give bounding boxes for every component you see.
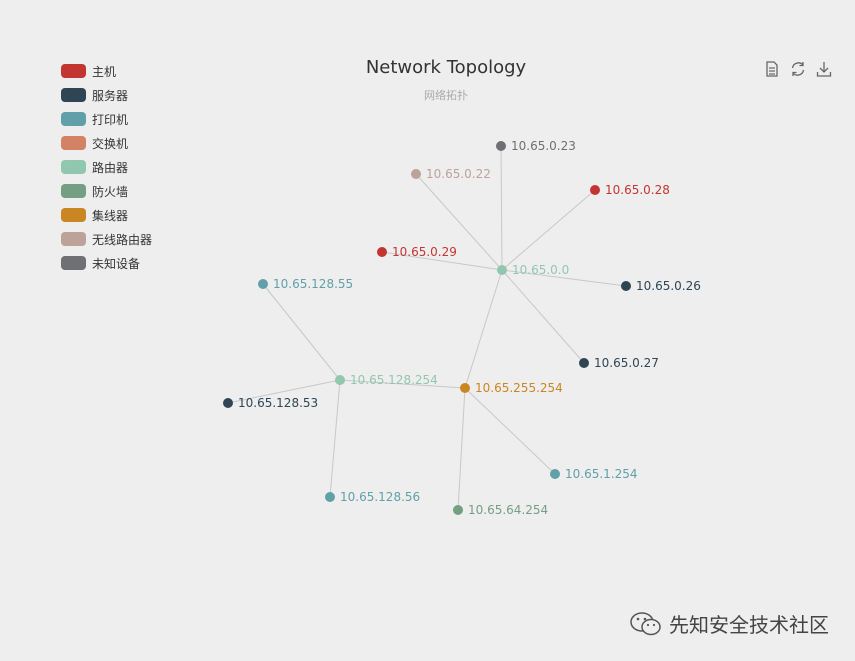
node-marker[interactable] xyxy=(325,492,335,502)
legend-swatch xyxy=(61,136,86,150)
toolbox xyxy=(763,60,833,78)
data-view-button[interactable] xyxy=(763,60,781,78)
legend-label: 路由器 xyxy=(92,160,129,175)
node-label: 10.65.0.27 xyxy=(594,356,659,370)
save-image-button[interactable] xyxy=(815,60,833,78)
legend-item[interactable]: 无线路由器 xyxy=(61,227,152,251)
graph-edge xyxy=(501,269,627,287)
legend-swatch xyxy=(61,88,86,102)
legend-label: 打印机 xyxy=(92,112,129,127)
legend-item[interactable]: 防火墙 xyxy=(61,179,152,203)
legend-item[interactable]: 服务器 xyxy=(61,83,152,107)
node-label: 10.65.0.22 xyxy=(426,167,491,181)
graph-node[interactable]: 10.65.128.56 xyxy=(325,490,420,504)
graph-edge xyxy=(339,379,466,389)
node-marker[interactable] xyxy=(335,375,345,385)
graph-node[interactable]: 10.65.128.55 xyxy=(258,277,353,291)
graph-edge xyxy=(329,379,341,498)
graph-node[interactable]: 10.65.0.23 xyxy=(496,139,576,153)
graph-edge xyxy=(227,379,341,404)
node-marker[interactable] xyxy=(453,505,463,515)
node-label: 10.65.64.254 xyxy=(468,503,548,517)
node-marker[interactable] xyxy=(621,281,631,291)
node-marker[interactable] xyxy=(411,169,421,179)
legend-item[interactable]: 未知设备 xyxy=(61,251,152,275)
node-marker[interactable] xyxy=(496,141,506,151)
legend-swatch xyxy=(61,232,86,246)
wechat-icon xyxy=(630,611,661,635)
graph-node[interactable]: 10.65.255.254 xyxy=(460,381,563,395)
chart-title: Network Topology xyxy=(365,57,527,78)
legend-swatch xyxy=(61,208,86,222)
legend-item[interactable]: 路由器 xyxy=(61,155,152,179)
graph-nodes: 10.65.0.0 10.65.0.23 10.65.0.22 10.65.0.28 1… xyxy=(223,139,701,517)
legend-label: 主机 xyxy=(92,64,117,79)
data-view-icon xyxy=(766,61,778,77)
node-label: 10.65.255.254 xyxy=(475,381,563,395)
graph-node[interactable]: 10.65.0.22 xyxy=(411,167,491,181)
graph-edges xyxy=(227,145,627,511)
node-label: 10.65.128.56 xyxy=(340,490,420,504)
legend-item[interactable]: 主机 xyxy=(61,59,152,83)
graph-edge xyxy=(262,283,341,381)
graph-edge xyxy=(464,269,503,389)
legend-swatch xyxy=(61,64,86,78)
watermark: 先知安全技术社区 xyxy=(629,609,829,638)
graph-node[interactable]: 10.65.0.0 xyxy=(497,263,569,277)
graph-edge xyxy=(381,251,503,271)
node-marker[interactable] xyxy=(550,469,560,479)
graph-node[interactable]: 10.65.0.29 xyxy=(377,245,457,259)
legend-item[interactable]: 打印机 xyxy=(61,107,152,131)
node-marker[interactable] xyxy=(258,279,268,289)
graph-edge xyxy=(464,387,556,475)
legend-swatch xyxy=(61,160,86,174)
save-image-icon xyxy=(816,62,832,77)
legend: 主机服务器打印机交换机路由器防火墙集线器无线路由器未知设备 xyxy=(61,59,152,275)
legend-label: 集线器 xyxy=(92,208,129,223)
graph-edge xyxy=(500,145,503,271)
node-marker[interactable] xyxy=(579,358,589,368)
legend-label: 交换机 xyxy=(92,136,129,151)
node-label: 10.65.0.0 xyxy=(512,263,569,277)
graph-node[interactable]: 10.65.128.254 xyxy=(335,373,438,387)
graph-node[interactable]: 10.65.64.254 xyxy=(453,503,548,517)
restore-icon xyxy=(791,62,805,76)
graph-node[interactable]: 10.65.128.53 xyxy=(223,396,318,410)
node-label: 10.65.128.254 xyxy=(350,373,438,387)
node-label: 10.65.128.53 xyxy=(238,396,318,410)
node-label: 10.65.0.23 xyxy=(511,139,576,153)
graph-node[interactable]: 10.65.0.28 xyxy=(590,183,670,197)
node-label: 10.65.0.28 xyxy=(605,183,670,197)
legend-item[interactable]: 交换机 xyxy=(61,131,152,155)
node-label: 10.65.0.29 xyxy=(392,245,457,259)
node-marker[interactable] xyxy=(377,247,387,257)
legend-swatch xyxy=(61,184,86,198)
legend-item[interactable]: 集线器 xyxy=(61,203,152,227)
graph-edge xyxy=(457,387,466,511)
graph-node[interactable]: 10.65.0.26 xyxy=(621,279,701,293)
node-marker[interactable] xyxy=(590,185,600,195)
graph-edge xyxy=(501,189,596,271)
watermark-text: 先知安全技术社区 xyxy=(669,613,829,637)
graph-node[interactable]: 10.65.1.254 xyxy=(550,467,638,481)
chart-subtitle: 网络拓扑 xyxy=(424,89,468,102)
node-label: 10.65.0.26 xyxy=(636,279,701,293)
legend-swatch xyxy=(61,256,86,270)
legend-label: 无线路由器 xyxy=(92,232,153,247)
node-marker[interactable] xyxy=(497,265,507,275)
legend-label: 防火墙 xyxy=(92,184,129,199)
node-marker[interactable] xyxy=(223,398,233,408)
node-label: 10.65.128.55 xyxy=(273,277,353,291)
legend-label: 未知设备 xyxy=(92,256,141,271)
graph-edge xyxy=(415,173,503,271)
restore-button[interactable] xyxy=(789,60,807,78)
node-marker[interactable] xyxy=(460,383,470,393)
graph-node[interactable]: 10.65.0.27 xyxy=(579,356,659,370)
legend-label: 服务器 xyxy=(92,88,129,103)
graph-edge xyxy=(501,269,585,364)
legend-swatch xyxy=(61,112,86,126)
node-label: 10.65.1.254 xyxy=(565,467,638,481)
